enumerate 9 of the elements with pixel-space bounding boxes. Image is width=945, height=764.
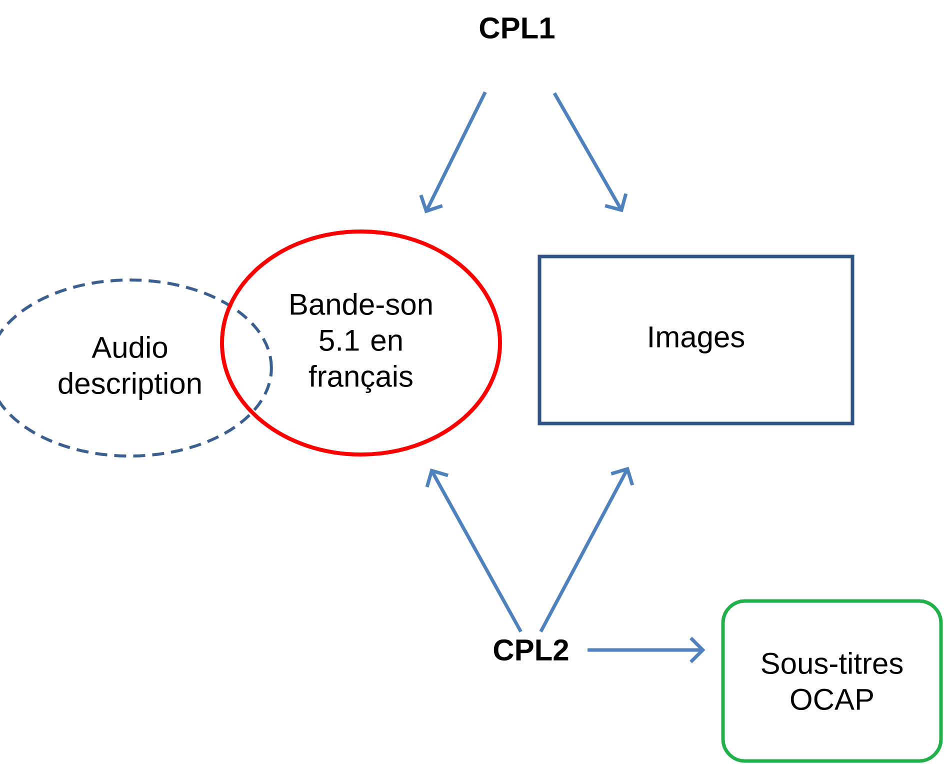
arrow — [552, 92, 628, 212]
process-box: Images — [538, 254, 854, 426]
bare-label: CPL2 — [494, 639, 568, 661]
rounded-box: Sous-titres OCAP — [721, 599, 943, 763]
arrow — [425, 468, 522, 633]
arrow — [539, 466, 634, 632]
arrow — [419, 91, 487, 214]
bare-label: CPL1 — [480, 17, 555, 39]
arrow — [588, 636, 706, 664]
